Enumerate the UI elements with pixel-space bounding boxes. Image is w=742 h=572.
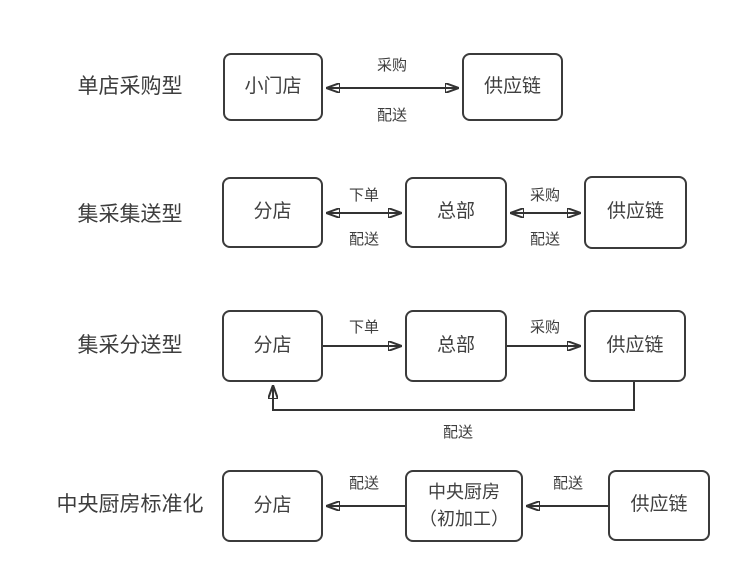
row-label-central-kitchen-standardization: 中央厨房标准化 xyxy=(56,493,204,516)
node-headquarters-row3: 总部 xyxy=(405,310,507,382)
edge-label-delivery-row2a: 配送 xyxy=(348,231,380,248)
node-supply-chain-row1: 供应链 xyxy=(462,53,563,121)
central-kitchen-line2: （初加工） xyxy=(419,509,509,529)
node-branch-store-row2: 分店 xyxy=(222,177,323,248)
edge-label-order-row3: 下单 xyxy=(348,319,380,336)
node-headquarters-row2: 总部 xyxy=(405,177,507,248)
central-kitchen-line1: 中央厨房 xyxy=(428,482,500,502)
node-supply-chain-row4: 供应链 xyxy=(608,470,710,541)
central-kitchen-text: 中央厨房 （初加工） xyxy=(419,479,509,533)
node-supply-chain-row3: 供应链 xyxy=(584,310,686,382)
edge-label-purchase-row2: 采购 xyxy=(529,187,561,204)
edge-label-delivery-row4a: 配送 xyxy=(348,475,380,492)
row-label-central-purchase-split-delivery: 集采分送型 xyxy=(77,334,183,357)
node-supply-chain-row2: 供应链 xyxy=(584,176,687,249)
edge-label-order-row2: 下单 xyxy=(348,187,380,204)
edge-label-delivery-row3-return: 配送 xyxy=(442,424,474,441)
row-label-single-store-purchase: 单店采购型 xyxy=(77,75,183,98)
node-branch-store-row4: 分店 xyxy=(222,470,323,542)
arrow-row3-delivery-return-loop xyxy=(273,382,635,411)
edge-label-delivery-row4b: 配送 xyxy=(552,475,584,492)
node-branch-store-row3: 分店 xyxy=(222,310,323,382)
row-label-central-purchase-central-delivery: 集采集送型 xyxy=(77,203,183,226)
node-small-store: 小门店 xyxy=(223,53,323,121)
edge-label-delivery-row1: 配送 xyxy=(376,107,408,124)
edge-label-purchase-row1: 采购 xyxy=(376,57,408,74)
edge-label-delivery-row2b: 配送 xyxy=(529,231,561,248)
edge-label-purchase-row3: 采购 xyxy=(529,319,561,336)
node-central-kitchen: 中央厨房 （初加工） xyxy=(405,470,523,542)
